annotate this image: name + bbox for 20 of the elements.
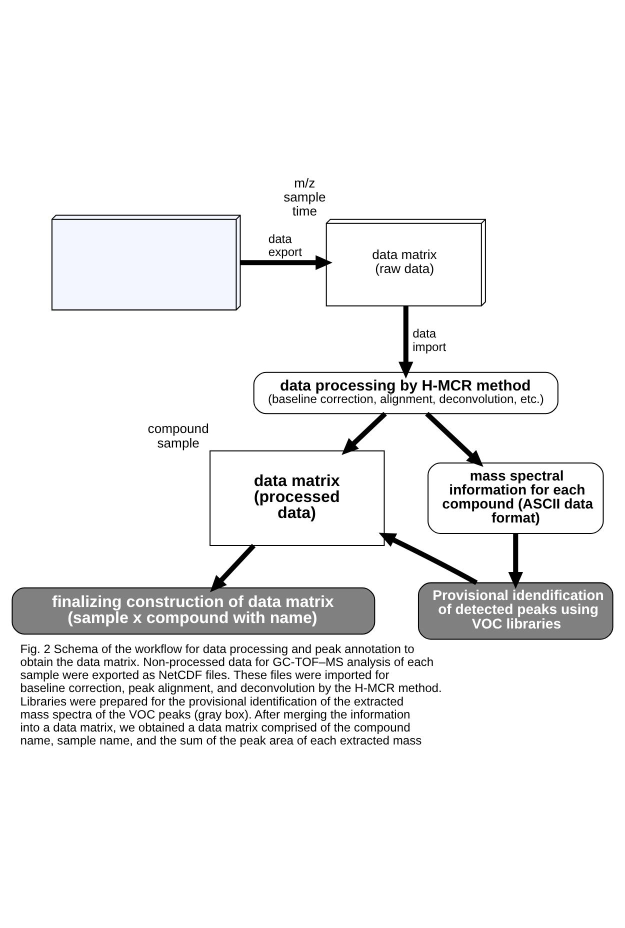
arrow [210,543,256,592]
node-label: time [292,203,318,218]
node-box: mass spectral information for each compound (ASCII data format) [428,462,604,534]
arrow [425,411,484,466]
arrow [240,254,332,270]
arrow [398,306,414,378]
node-box: data processing by H-MCR method (baseline correction, alignment, deconvolution, etc.) [253,371,558,414]
node-label: m/z [294,175,316,190]
arrow [508,533,524,588]
edge-label: data import [412,326,446,354]
arrow [342,411,387,454]
node-label: sample [284,189,326,204]
node-box: finalizing construction of data matrix (sample x compound with name) [12,586,376,634]
node-label: sample [157,434,200,450]
caption: Fig. 2 Schema of the workflow for data processing and peak annotation to obtain the data matrix. Non-processed data for GC-TOF–MS analysis of each sample were exported as NetCDF files. These files were imported for baseline correction, peak alignment, and deconvolution by the H-MCR method. Libraries were prepared for the provisional identification of the extracted mass spectra of the VOC peaks (gray box). After merging the information into a data matrix, we obtained a data matrix comprised of the compound name, sample name, and the sum of the peak area of each extracted mass [20,641,442,748]
edge-label: data export [268,232,302,259]
node-box: Provisional idendification of detected peaks using VOC libraries [418,582,614,640]
arrow [378,532,478,584]
node-label: compound [148,420,209,436]
node-box: data matrix (processed data) [210,450,385,546]
